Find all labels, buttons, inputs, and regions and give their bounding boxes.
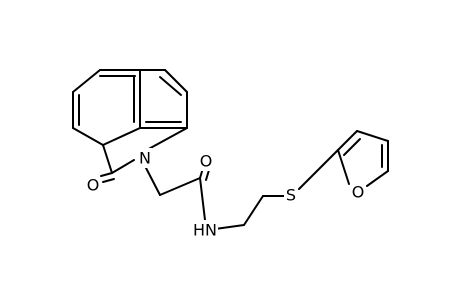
atom-label-layer: O N O HN S O xyxy=(86,148,365,240)
amide-oxygen-label: O xyxy=(200,152,213,171)
bond xyxy=(102,144,113,174)
amide-oxygen-atom: O xyxy=(199,151,213,171)
bond-layer xyxy=(72,69,389,230)
bond xyxy=(72,127,104,146)
bond xyxy=(144,127,188,152)
bond xyxy=(366,170,389,187)
sulfur-atom: S xyxy=(284,185,298,205)
ketone-oxygen-atom: O xyxy=(86,175,100,195)
ring-nitrogen-atom: N xyxy=(138,148,152,168)
bond xyxy=(100,172,113,177)
bond xyxy=(72,69,101,93)
bond xyxy=(298,165,323,190)
furan-oxygen-atom: O xyxy=(351,182,365,202)
ring-nitrogen-label: N xyxy=(139,149,151,168)
bond xyxy=(111,159,135,174)
ketone-oxygen-label: O xyxy=(87,176,100,195)
bond xyxy=(356,130,389,142)
bond xyxy=(337,130,358,151)
bond xyxy=(159,177,201,196)
bond xyxy=(144,165,161,196)
bond xyxy=(102,178,115,183)
amide-nitrogen-label: HN xyxy=(193,221,217,240)
bond xyxy=(343,138,361,156)
sulfur-label: S xyxy=(286,186,296,205)
bond xyxy=(164,69,188,93)
bond xyxy=(243,195,264,226)
bond xyxy=(321,149,339,167)
bond xyxy=(199,177,206,221)
bond xyxy=(102,127,141,146)
furan-oxygen-label: O xyxy=(352,183,365,202)
bond xyxy=(159,76,182,96)
amide-nitrogen-atom: HN xyxy=(192,220,218,240)
bond xyxy=(214,224,245,230)
bond xyxy=(205,169,210,181)
bond xyxy=(337,149,350,185)
